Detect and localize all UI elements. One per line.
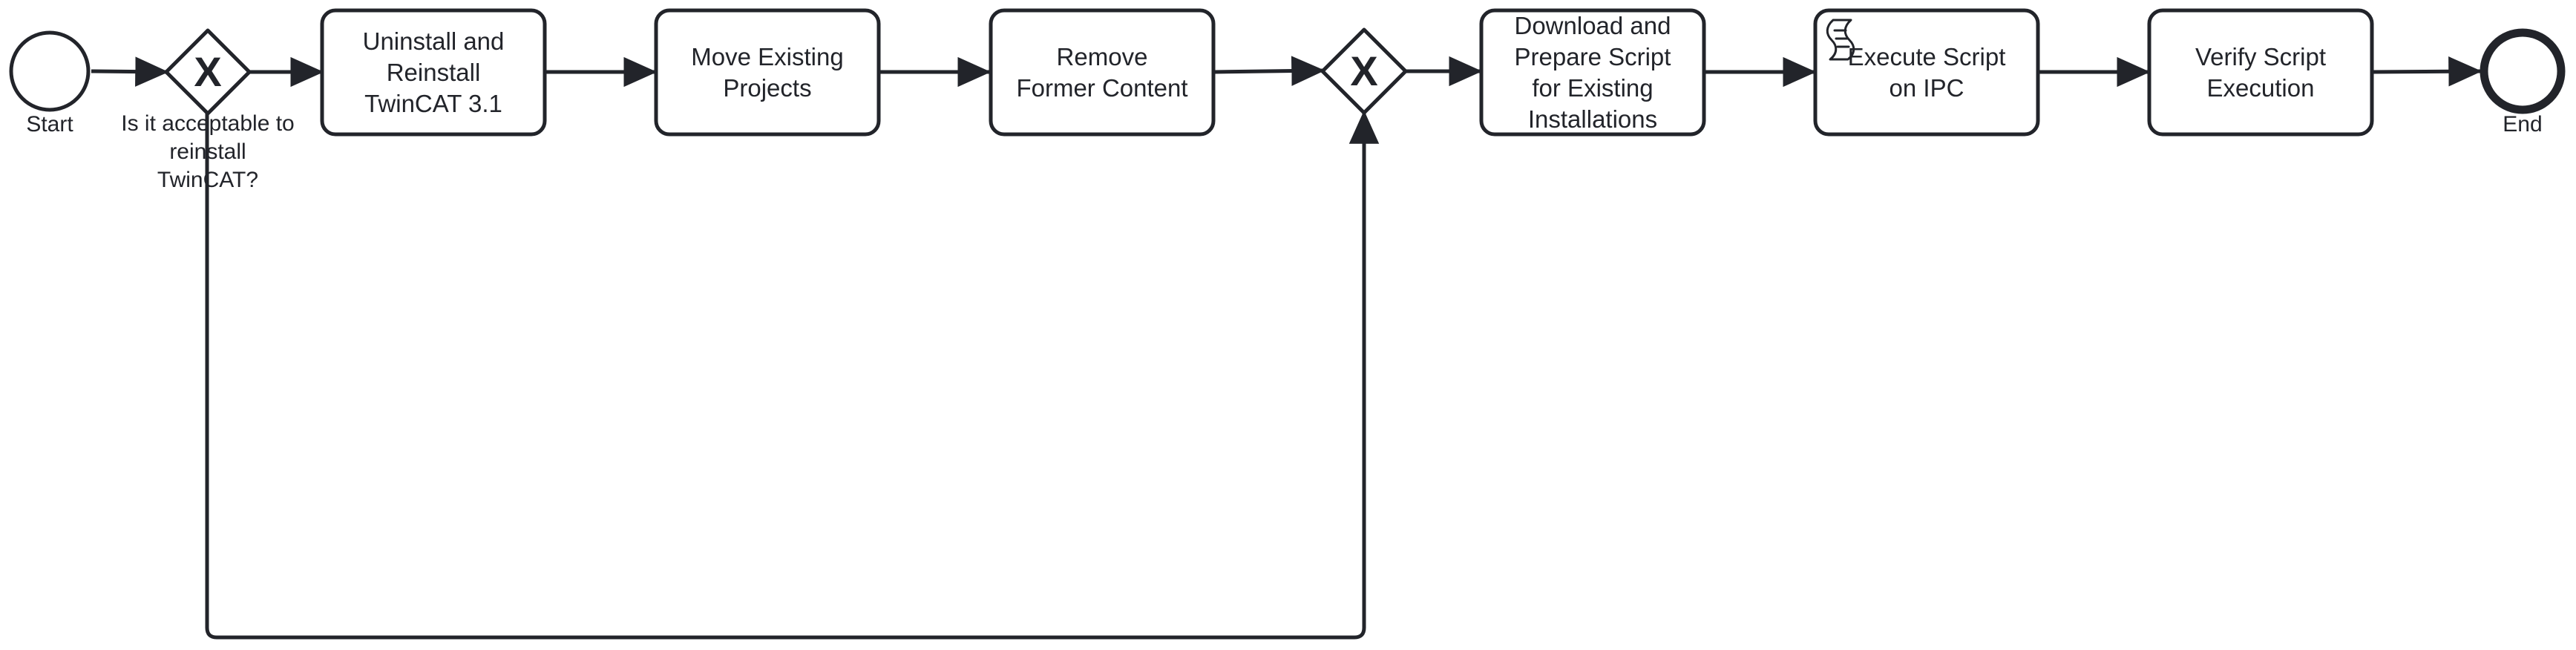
task-remove-former-content-box <box>989 8 1216 137</box>
task-download-prepare-script-box <box>1479 8 1706 137</box>
gateway-x-icon: X <box>194 48 221 95</box>
task-move-existing-projects-label: Move Existing Projects <box>691 42 844 102</box>
script-icon <box>1826 19 1855 61</box>
task-remove-former-content-label: Remove Former Content <box>1016 42 1188 102</box>
flow-gateway-bypass <box>205 110 1380 640</box>
end-event <box>2480 28 2566 114</box>
start-event-label: Start <box>26 112 73 137</box>
task-move-existing-projects-box <box>654 8 881 137</box>
task-execute-script-label: Execute Script on IPC <box>1847 42 2006 102</box>
gateway-x-icon: X <box>1350 47 1377 94</box>
end-event-label: End <box>2503 112 2543 137</box>
flow-remove-to-merge <box>1213 56 1325 86</box>
task-download-prepare-script-label: Download and Prepare Script for Existing… <box>1514 11 1671 133</box>
exclusive-gateway-merge: X <box>1320 27 1408 115</box>
task-verify-script-execution-label: Verify Script Execution <box>2195 42 2327 102</box>
task-uninstall-reinstall-box <box>320 8 547 137</box>
exclusive-gateway-decision: X <box>164 28 252 116</box>
task-uninstall-reinstall-label: Uninstall and Reinstall TwinCAT 3.1 <box>362 27 505 117</box>
task-execute-script-box <box>1813 8 2040 137</box>
flow-verify-to-end <box>2371 56 2482 87</box>
gateway-decision-label: Is it acceptable to reinstall TwinCAT? <box>121 111 295 192</box>
flow-start-to-gateway <box>91 56 169 87</box>
task-verify-script-execution-box <box>2147 8 2374 137</box>
start-event <box>9 30 91 112</box>
